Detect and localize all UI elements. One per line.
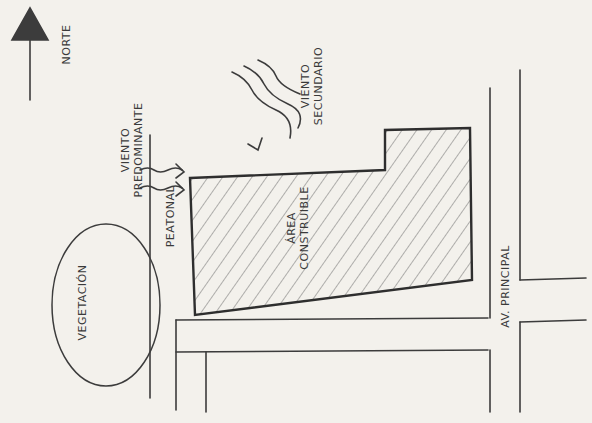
street-line xyxy=(175,320,177,410)
wind-arrow xyxy=(140,168,182,172)
wind-arrow-head xyxy=(176,182,184,196)
node-label: VEGETACIÓN xyxy=(76,247,89,357)
node-outline xyxy=(186,124,476,320)
wind-arrow xyxy=(244,66,300,128)
wind-arrow xyxy=(258,60,300,94)
street-line xyxy=(176,318,488,320)
buildable-outline xyxy=(190,128,472,315)
street-label: AV. PRINCIPAL xyxy=(499,231,512,341)
wind-arrow-head xyxy=(248,138,262,150)
avenue-line xyxy=(520,320,586,322)
wind-label: VIENTO PREDOMINANTE xyxy=(119,102,145,198)
north-label: NORTE xyxy=(60,4,73,84)
avenue-line xyxy=(489,88,491,318)
buildable-area: ÁREA CONSTRUIBLE xyxy=(186,124,476,320)
north-arrow-head xyxy=(12,8,48,40)
avenue-line xyxy=(520,278,586,280)
pedestrian-line xyxy=(149,135,151,398)
path-label: PEATONAL xyxy=(164,176,177,256)
vegetation-outline xyxy=(52,224,160,386)
avenue-line xyxy=(519,70,521,280)
street-line xyxy=(176,350,488,352)
wind-arrow xyxy=(232,72,291,138)
avenue-line xyxy=(519,322,521,412)
avenue-line xyxy=(489,350,491,412)
street-line xyxy=(205,352,207,412)
wind-arrow-head xyxy=(176,164,184,178)
node-outline xyxy=(50,222,162,388)
vegetation-circle: VEGETACIÓN xyxy=(50,222,162,388)
wind-label: VIENTO SECUNDARIO xyxy=(299,43,325,129)
node-label: ÁREA CONSTRUIBLE xyxy=(285,173,311,283)
